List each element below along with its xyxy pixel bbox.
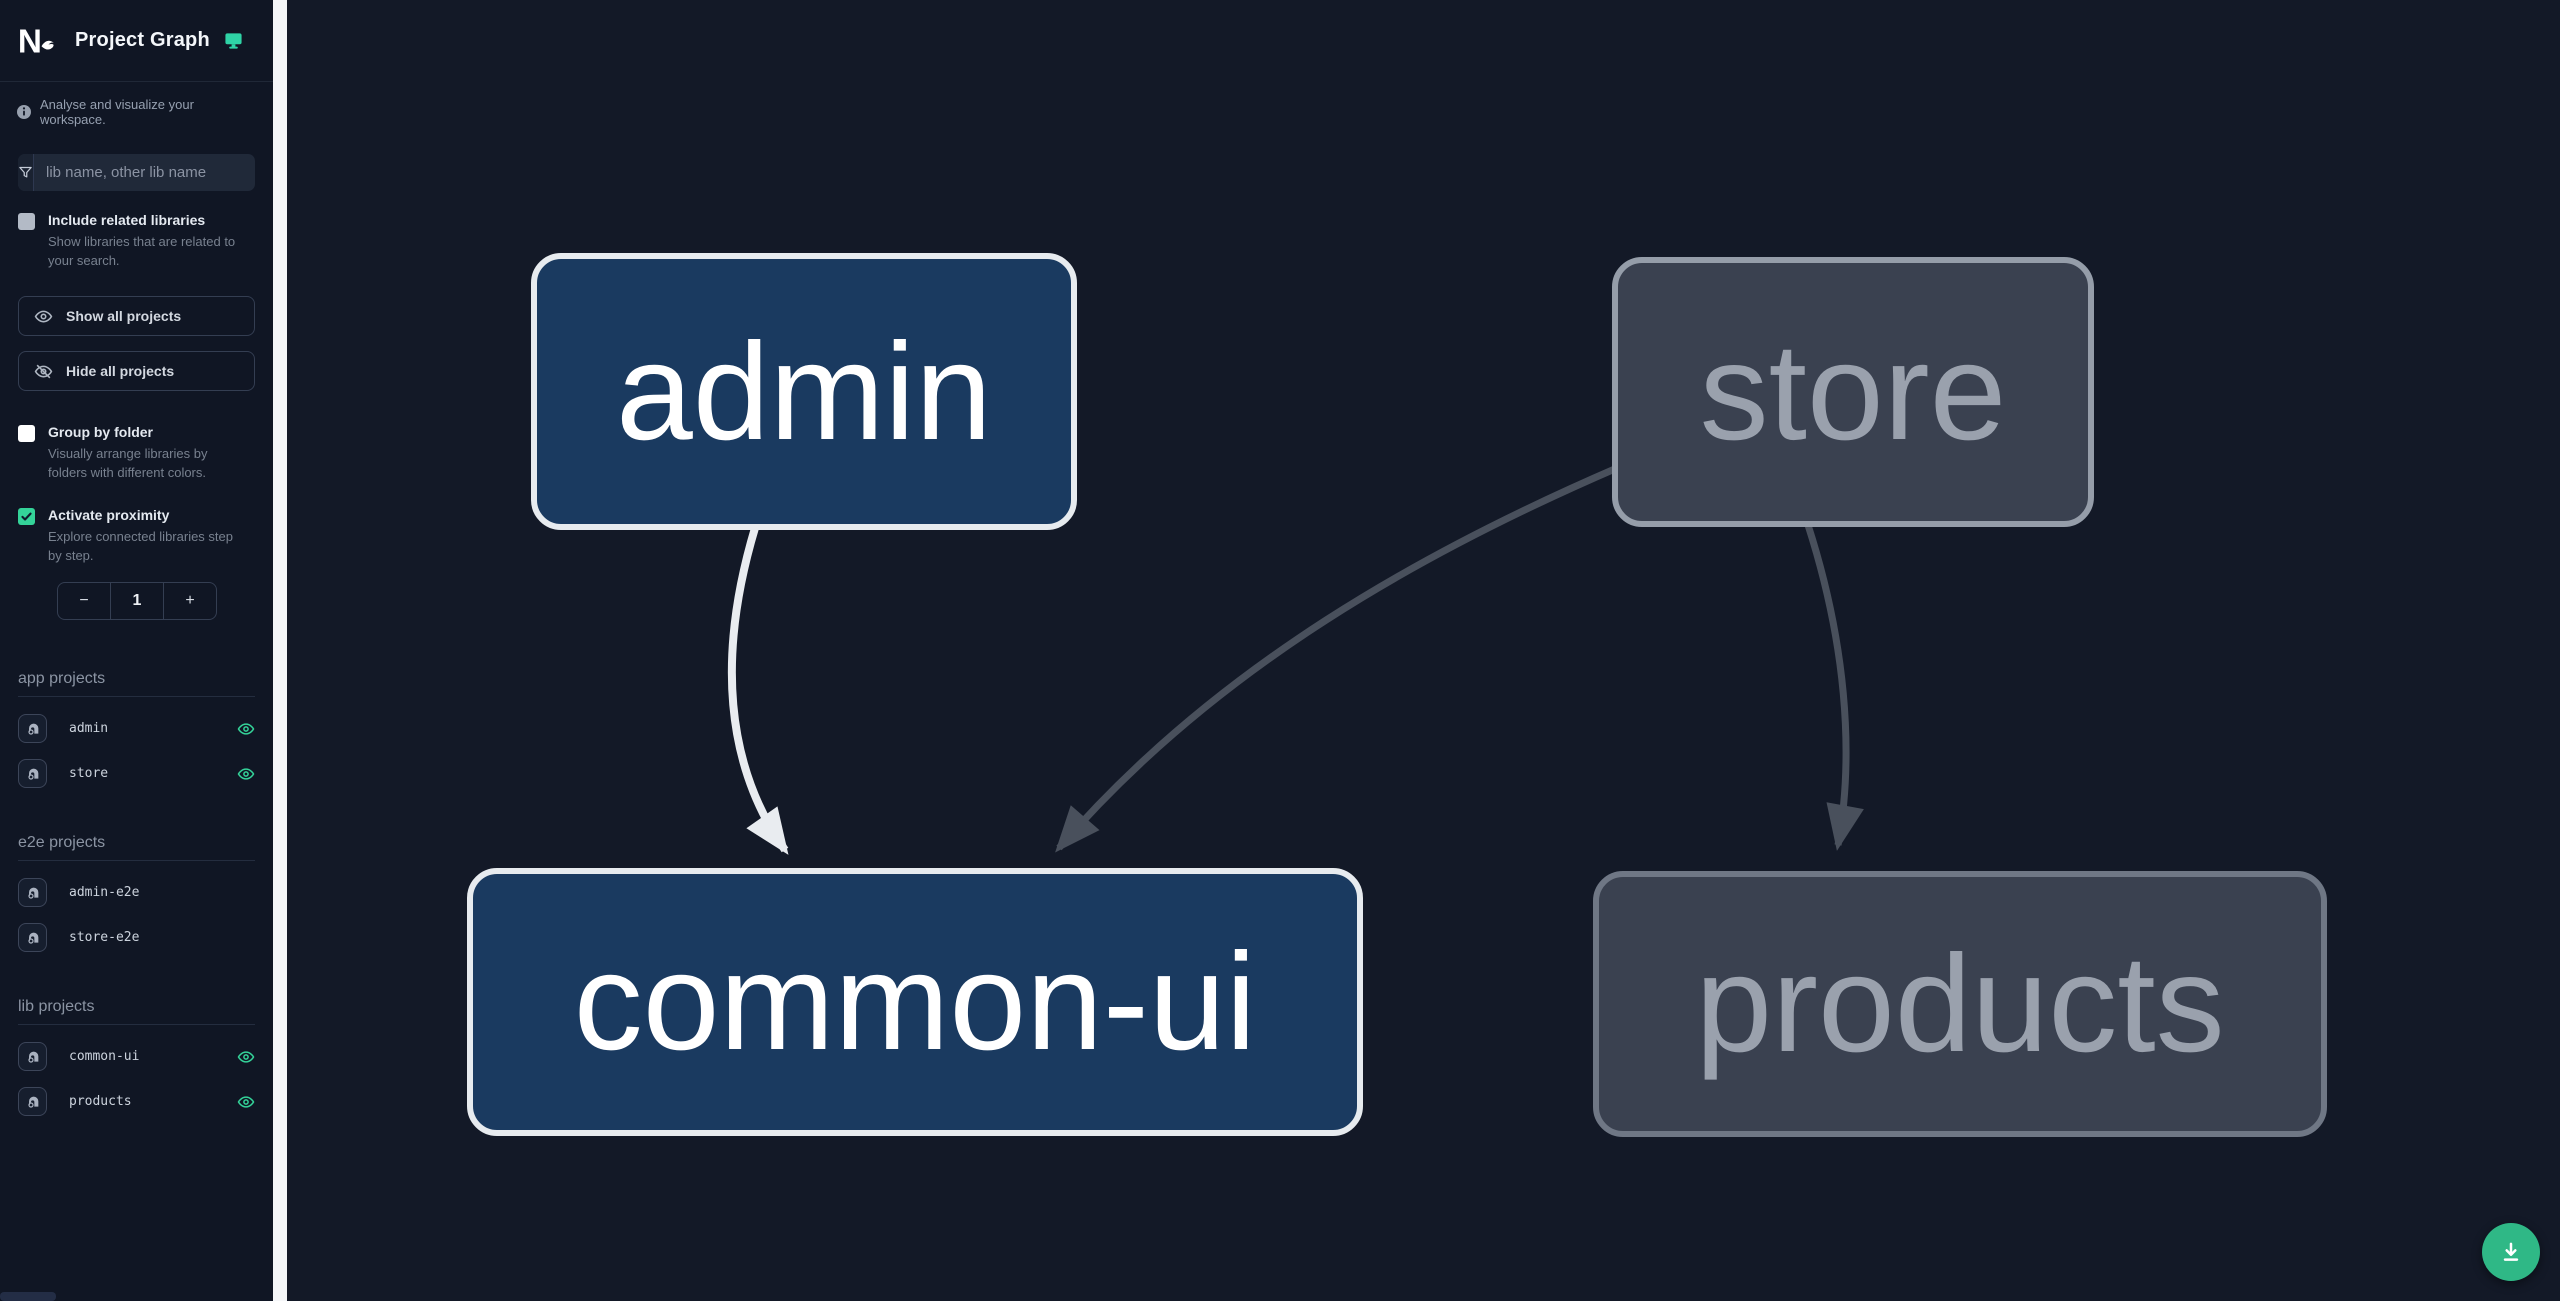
stepper-increment-button[interactable]: + (185, 592, 195, 609)
eye-icon (34, 310, 53, 322)
node-label: common-ui (573, 925, 1257, 1079)
eye-off-icon (34, 364, 53, 378)
project-row-admin-e2e: admin-e2e (18, 870, 255, 915)
option-group-by-folder: Group by folder Visually arrange librari… (0, 391, 273, 482)
project-row-store: store (18, 751, 255, 796)
option-activate-proximity: Activate proximity Explore connected lib… (0, 482, 273, 565)
filter-funnel-icon (18, 154, 34, 191)
visibility-eye-icon[interactable] (237, 1093, 255, 1111)
project-row-common-ui: common-ui (18, 1034, 255, 1079)
section-e2e-projects: e2e projects admin-e2e sto (0, 834, 273, 960)
visibility-eye-icon[interactable] (237, 1048, 255, 1066)
search-input[interactable] (34, 154, 255, 191)
node-label: admin (616, 314, 992, 469)
workspace-subtitle: Analyse and visualize your workspace. (40, 97, 194, 127)
info-icon (17, 105, 31, 119)
svg-text:N: N (18, 23, 42, 60)
download-image-button[interactable] (2482, 1223, 2540, 1281)
graph-node-common-ui[interactable]: common-ui (467, 868, 1363, 1136)
project-focus-button[interactable] (18, 923, 47, 952)
project-icon (27, 932, 38, 944)
graph-canvas[interactable]: admin store common-ui products (287, 0, 2560, 1301)
sidebar-horizontal-scrollbar[interactable] (0, 1292, 273, 1301)
group-by-folder-desc: Visually arrange libraries by folders wi… (48, 446, 208, 480)
project-icon (27, 887, 38, 899)
hide-all-projects-label: Hide all projects (66, 363, 175, 379)
project-name: admin (69, 721, 109, 736)
show-all-projects-label: Show all projects (66, 308, 182, 324)
monitor-icon[interactable] (224, 31, 243, 50)
section-title: lib projects (18, 998, 255, 1025)
include-related-desc: Show libraries that are related to your … (48, 234, 236, 268)
project-focus-button[interactable] (18, 1042, 47, 1071)
project-name: store-e2e (69, 930, 140, 945)
sidebar: N Project Graph Analyse and visualize yo… (0, 0, 273, 1301)
sidebar-vertical-scrollbar[interactable] (273, 0, 287, 1301)
nx-logo-icon: N (18, 23, 54, 60)
node-label: products (1695, 927, 2225, 1081)
graph-node-store[interactable]: store (1612, 257, 2094, 527)
node-label: store (1699, 315, 2007, 469)
scrollbar-thumb[interactable] (0, 1292, 56, 1301)
project-row-store-e2e: store-e2e (18, 915, 255, 960)
visibility-eye-icon[interactable] (237, 765, 255, 783)
section-lib-projects: lib projects common-ui (0, 998, 273, 1124)
project-icon (27, 1051, 38, 1063)
section-title: e2e projects (18, 834, 255, 861)
search-box (18, 154, 255, 191)
page-title: Project Graph (75, 29, 210, 51)
project-icon (27, 1096, 38, 1108)
graph-node-admin[interactable]: admin (531, 253, 1077, 530)
section-title: app projects (18, 670, 255, 697)
activate-proximity-desc: Explore connected libraries step by step… (48, 529, 233, 563)
project-name: products (69, 1094, 132, 1109)
project-icon (27, 723, 38, 735)
edge-store-to-products (1804, 523, 1864, 851)
project-focus-button[interactable] (18, 878, 47, 907)
workspace-subtitle-row: Analyse and visualize your workspace. (0, 82, 273, 140)
edge-admin-to-common-ui (727, 526, 789, 855)
graph-edges (727, 464, 1864, 855)
include-related-checkbox[interactable] (18, 213, 35, 230)
project-row-products: products (18, 1079, 255, 1124)
include-related-label: Include related libraries (48, 212, 206, 228)
proximity-stepper: − 1 + (57, 582, 217, 620)
project-name: admin-e2e (69, 885, 140, 900)
show-all-projects-button[interactable]: Show all projects (18, 296, 255, 336)
activate-proximity-checkbox[interactable] (18, 508, 35, 525)
group-by-folder-checkbox[interactable] (18, 425, 35, 442)
project-name: store (69, 766, 109, 781)
download-icon (2503, 1242, 2519, 1261)
project-focus-button[interactable] (18, 759, 47, 788)
project-icon (27, 768, 38, 780)
project-name: common-ui (69, 1049, 140, 1064)
sidebar-header: N Project Graph (0, 0, 273, 82)
project-focus-button[interactable] (18, 1087, 47, 1116)
graph-node-products[interactable]: products (1593, 871, 2327, 1137)
project-row-admin: admin (18, 706, 255, 751)
edge-store-to-common-ui (1055, 464, 1619, 853)
project-focus-button[interactable] (18, 714, 47, 743)
hide-all-projects-button[interactable]: Hide all projects (18, 351, 255, 391)
group-by-folder-label: Group by folder (48, 424, 153, 440)
visibility-eye-icon[interactable] (237, 720, 255, 738)
option-include-related: Include related libraries Show libraries… (0, 191, 273, 270)
stepper-value: 1 (110, 583, 164, 619)
stepper-decrement-button[interactable]: − (79, 592, 89, 609)
section-app-projects: app projects admin (0, 670, 273, 796)
activate-proximity-label: Activate proximity (48, 507, 170, 523)
